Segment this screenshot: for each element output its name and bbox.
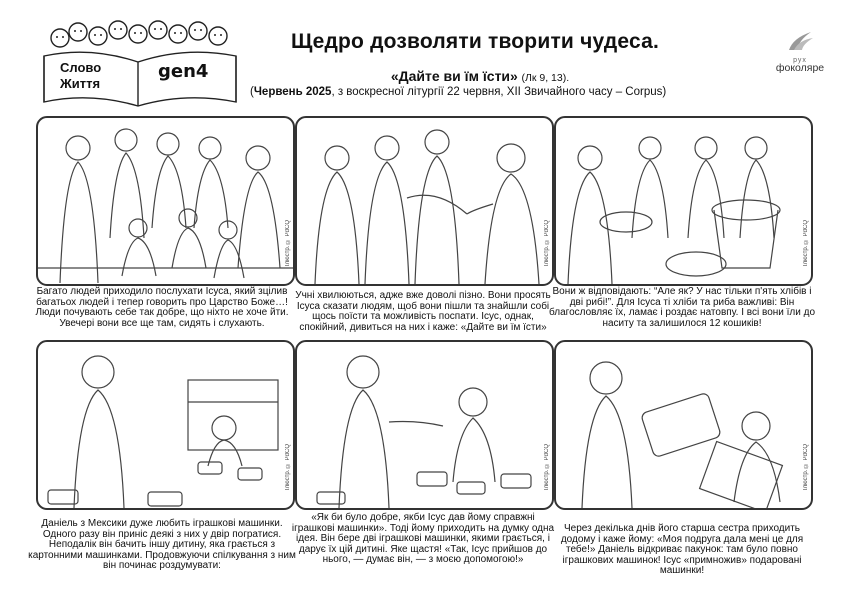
- loaves-and-fish-illustration: [567, 136, 781, 284]
- logo-word-1: Слово: [60, 60, 102, 75]
- sister-brings-package-illustration: [581, 361, 784, 508]
- disciples-talk-to-jesus-illustration: [314, 129, 540, 284]
- illustration-credit: Ілюстр. © PdCQ: [803, 219, 809, 266]
- comic-panel-4: Ілюстр. © PdCQ: [36, 340, 295, 510]
- panel-3-caption: Вони ж відповідають: “Але як? У нас тіль…: [548, 286, 816, 329]
- focolare-flame-icon: [789, 32, 813, 50]
- focolare-logo: рух фоколяре: [770, 30, 830, 80]
- illustration-credit: Ілюстр. © PdCQ: [285, 219, 291, 266]
- date-details: , з воскресної літургії 22 червня, XII З…: [331, 86, 663, 98]
- panel-1-caption: Багато людей приходило послухати Ісуса, …: [35, 286, 289, 329]
- date-month: Червень 2025: [253, 86, 332, 98]
- date-close-paren: ): [662, 86, 667, 98]
- comic-panel-2: Ілюстр. © PdCQ: [295, 116, 554, 286]
- open-book-with-children-icon: [43, 20, 237, 107]
- illustration-credit: Ілюстр. © PdCQ: [803, 443, 809, 490]
- panel-4-caption: Даніель з Мексики дуже любить іграшкові …: [28, 518, 296, 572]
- comic-panel-1: Ілюстр. © PdCQ: [36, 116, 295, 286]
- quote-reference: (Лк 9, 13).: [521, 72, 570, 84]
- brand-prefix: рух: [793, 57, 807, 64]
- quote-text: «Дайте ви їм їсти»: [390, 68, 518, 84]
- illustration-credit: Ілюстр. © PdCQ: [285, 443, 291, 490]
- brand-name: фоколяре: [775, 62, 825, 74]
- panel-2-caption: Учні хвилюються, адже вже доволі пізно. …: [295, 290, 551, 333]
- logo-badge: gen4: [158, 61, 209, 82]
- boy-with-toy-cars-illustration: [47, 355, 279, 508]
- panel-6-caption: Через декілька днів його старша сестра п…: [560, 523, 804, 577]
- slovo-zhyttia-logo: Слово Життя gen4: [40, 16, 240, 108]
- bible-quote: «Дайте ви їм їсти» (Лк 9, 13).: [250, 68, 710, 84]
- comic-panel-5: Ілюстр. © PdCQ: [295, 340, 554, 510]
- date-line: (Червень 2025, з воскресної літургії 22 …: [250, 86, 770, 98]
- comic-panel-6: Ілюстр. © PdCQ: [554, 340, 813, 510]
- date-open-paren: (: [250, 86, 254, 98]
- comic-panel-3: Ілюстр. © PdCQ: [554, 116, 813, 286]
- panel-5-caption: «Як би було добре, якби Ісус дав йому сп…: [291, 512, 555, 566]
- logo-word-2: Життя: [60, 76, 101, 91]
- illustration-credit: Ілюстр. © PdCQ: [544, 443, 550, 490]
- page-title: Щедро дозволяти творити чудеса.: [290, 30, 660, 53]
- crowd-listening-illustration: [38, 128, 293, 284]
- boy-gives-cars-illustration: [316, 355, 532, 508]
- illustration-credit: Ілюстр. © PdCQ: [544, 219, 550, 266]
